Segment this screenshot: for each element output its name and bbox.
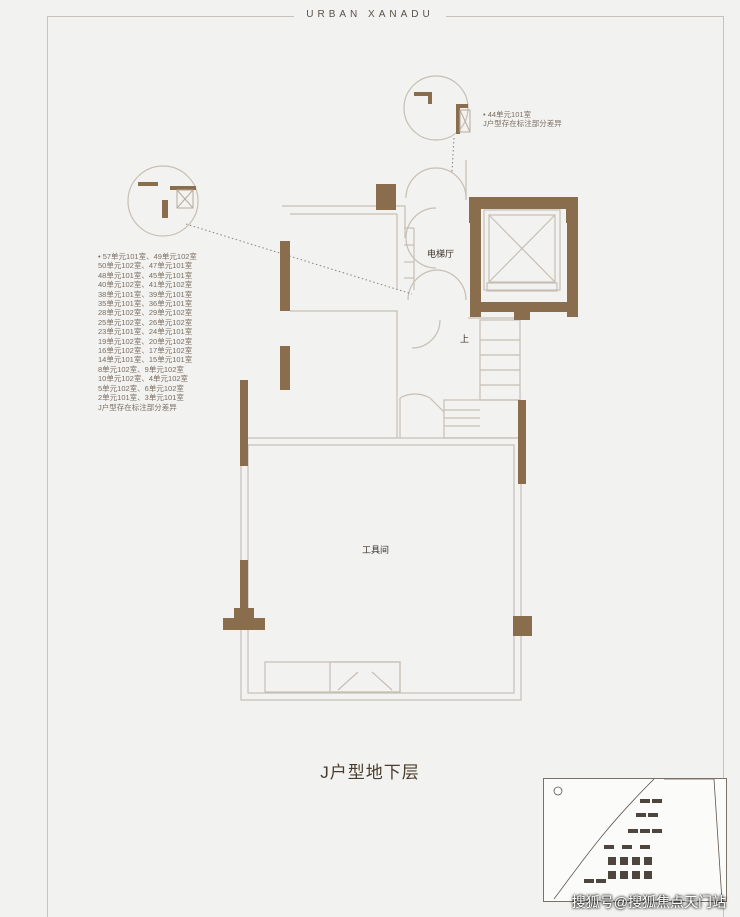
brand-logo: URBAN XANADU (0, 9, 740, 20)
lower-bench (264, 661, 401, 693)
tool-room-outline (240, 437, 522, 701)
note-left: • 57单元101室、49单元102室 50单元102室、47单元101室 48… (98, 252, 197, 412)
plan-title: J户型地下层 (320, 763, 420, 782)
note-top: • 44单元101室 J户型存在标注部分差异 (483, 110, 562, 129)
site-key-map (543, 778, 727, 902)
elevator-shaft (488, 214, 556, 283)
watermark: 搜狐号@搜狐焦点天门站 (571, 894, 726, 910)
north-arrow-icon (553, 786, 563, 796)
upper-wall-line (282, 205, 406, 238)
leader-line-top (451, 137, 455, 173)
leader-line-left (185, 223, 413, 295)
walls (223, 184, 578, 636)
room-label-tool-room: 工具间 (362, 545, 390, 555)
detail-circle-left (127, 165, 199, 237)
room-label-elevator-hall: 电梯厅 (427, 249, 455, 259)
stairs-up-label: 上 (460, 334, 470, 344)
stairs (443, 399, 521, 439)
site-map-drawing (553, 779, 723, 901)
